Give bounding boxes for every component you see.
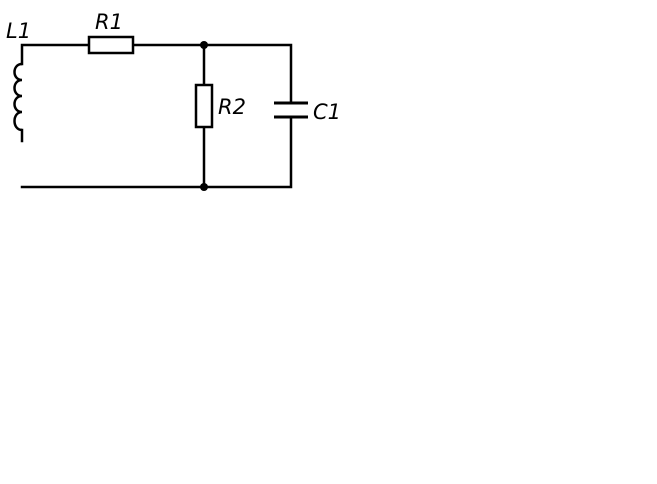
wire-l1-to-r1 — [20, 43, 91, 66]
capacitor-c1 — [274, 101, 308, 119]
wire-r1-to-right — [131, 43, 293, 105]
label-l1: L1 — [6, 19, 31, 43]
label-r2: R2 — [218, 95, 246, 119]
label-c1: C1 — [313, 100, 341, 124]
label-r1: R1 — [95, 10, 123, 34]
inductor-l1 — [13, 62, 23, 132]
inductor-coil — [13, 62, 23, 132]
wire-bottom-rail — [20, 115, 293, 189]
junction-dot-top — [200, 41, 208, 49]
resistor-r2 — [194, 83, 214, 129]
wires — [20, 43, 293, 189]
resistor-r1 — [87, 35, 135, 55]
junction-dot-bottom — [200, 183, 208, 191]
